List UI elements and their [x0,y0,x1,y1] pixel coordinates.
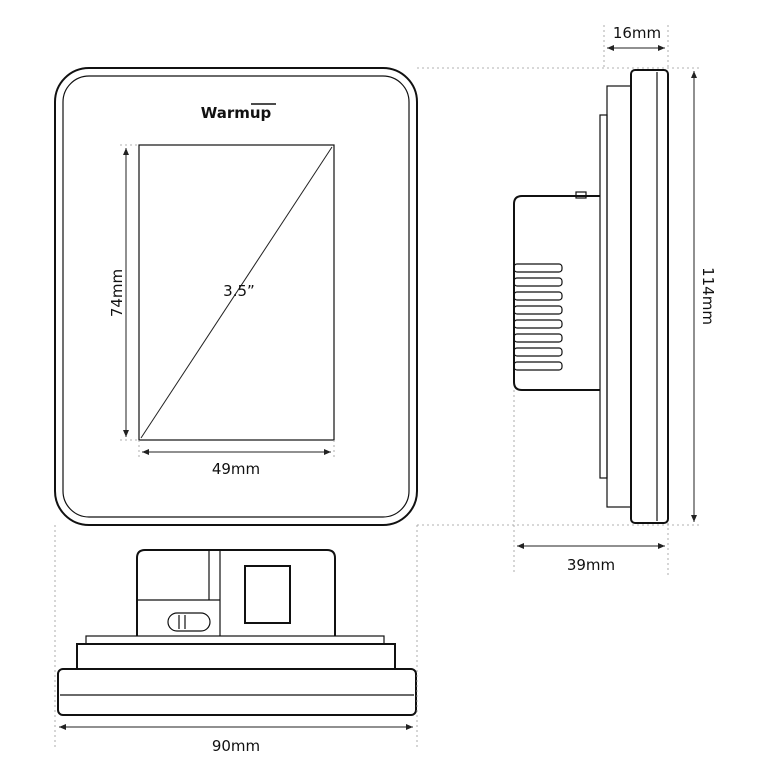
screen-diagonal [140,146,333,439]
front-inner-frame [62,75,410,518]
bottom-back-housing [136,549,336,636]
brand-logo: Warmup [201,104,272,122]
depth-total-label: 39mm [567,556,615,574]
bottom-connector-window [244,565,291,624]
front-outer-frame [54,67,418,526]
bottom-middle-plate [85,635,385,645]
side-vents [513,263,563,371]
side-view: 16mm 114mm 39mm [417,24,717,575]
bottom-view: 90mm [54,525,418,755]
screen-diagonal-label: 3.5” [223,282,255,300]
screen-height-label: 74mm [108,269,126,317]
side-back-housing [513,195,600,391]
depth-top-label: 16mm [613,24,661,42]
screen-width-label: 49mm [212,460,260,478]
side-middle-plate [606,85,632,508]
bottom-switch [167,612,211,632]
height-label: 114mm [699,267,717,325]
screen-area [138,144,335,441]
bottom-front-plate [57,668,417,716]
front-view: Warmup 3.5” 74mm 49mm [54,67,418,526]
side-front-plate [630,69,669,524]
width-label: 90mm [212,737,260,755]
